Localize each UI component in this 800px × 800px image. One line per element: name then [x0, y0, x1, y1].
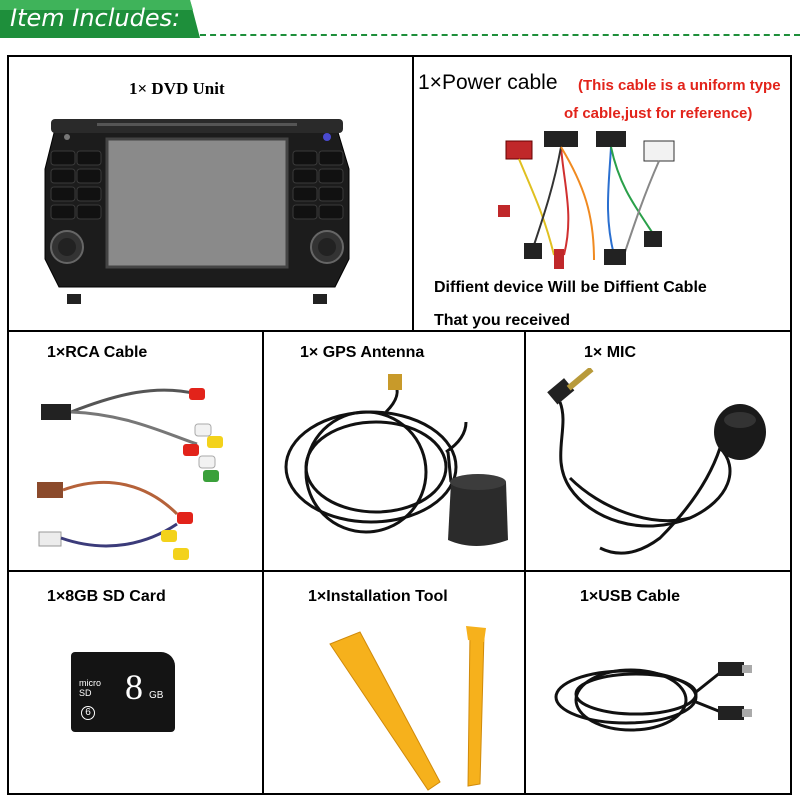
power-footer-line2: That you received	[434, 312, 571, 329]
power-note-line1: (This cable is a uniform type	[578, 77, 781, 94]
header-title: Item Includes:	[10, 4, 181, 32]
sd-card-class: 6	[81, 706, 95, 720]
cell-rca-cable: 1×RCA Cable	[9, 332, 264, 572]
power-harness-image	[498, 131, 675, 269]
sd-card-capacity: 8	[125, 667, 143, 707]
tool-label: 1×Installation Tool	[308, 588, 448, 605]
cell-gps-antenna: 1× GPS Antenna	[264, 332, 526, 572]
cell-power-cable: 1×Power cable (This cable is a uniform t…	[414, 57, 790, 332]
sd-card-image: micro SD 8 GB 6	[71, 652, 175, 732]
dvd-label: 1× DVD Unit	[129, 79, 225, 98]
items-grid: 1× DVD Unit	[7, 55, 792, 795]
sd-card-brand: micro SD	[79, 678, 101, 698]
cell-sd-card: 1×8GB SD Card micro SD 8 GB 6	[9, 572, 264, 793]
sd-card-unit: GB	[149, 690, 164, 701]
dvd-unit-image	[44, 119, 350, 304]
mic-label: 1× MIC	[584, 344, 637, 361]
rca-label: 1×RCA Cable	[47, 344, 148, 361]
usb-cable-image	[554, 662, 752, 732]
power-note-line2: of cable,just for reference)	[564, 105, 753, 122]
usb-label: 1×USB Cable	[580, 588, 681, 605]
cell-dvd: 1× DVD Unit	[9, 57, 414, 332]
gps-antenna-image	[284, 374, 508, 546]
sd-label: 1×8GB SD Card	[47, 588, 166, 605]
microphone-image	[547, 368, 766, 555]
header-banner	[0, 0, 200, 38]
gps-label: 1× GPS Antenna	[300, 344, 425, 361]
pry-tool-image	[329, 626, 486, 791]
cell-usb-cable: 1×USB Cable	[526, 572, 790, 793]
rca-cable-image	[37, 388, 223, 560]
cell-installation-tool: 1×Installation Tool	[264, 572, 526, 793]
power-label: 1×Power cable	[418, 71, 558, 94]
header-divider	[200, 34, 800, 36]
cell-mic: 1× MIC	[526, 332, 790, 572]
power-footer-line1: Diffient device Will be Diffient Cable	[434, 279, 707, 296]
